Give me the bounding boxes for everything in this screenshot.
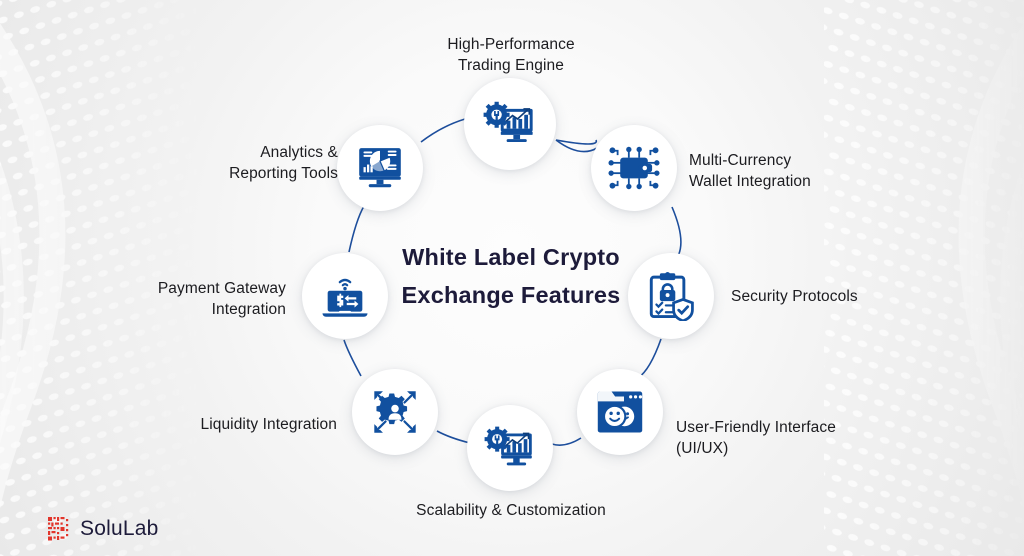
monitor-pie-chart-icon (354, 143, 406, 193)
node-high-performance-trading-engine[interactable] (464, 78, 556, 170)
label-scalability-customization: Scalability & Customization (416, 502, 606, 519)
monitor-bar-chart-gear-icon (484, 423, 536, 473)
gear-user-expand-icon (370, 387, 420, 437)
label-multi-currency-wallet-integration: Multi-Currency Wallet Integration (689, 152, 811, 191)
label-liquidity-integration: Liquidity Integration (200, 416, 337, 433)
node-user-friendly-interface[interactable] (577, 369, 663, 455)
label-analytics-reporting-tools: Analytics & Reporting Tools (229, 144, 338, 183)
label-user-friendly-interface: User-Friendly Interface (UI/UX) (676, 419, 836, 458)
label-high-performance-trading-engine: High-Performance Trading Engine (447, 36, 575, 75)
solulab-logo-text: SoluLab (80, 517, 159, 540)
node-payment-gateway-integration[interactable] (302, 253, 388, 339)
node-liquidity-integration[interactable] (352, 369, 438, 455)
laptop-dollar-transfer-icon (319, 272, 371, 320)
solulab-mark-icon (48, 517, 69, 541)
browser-smiley-faces-icon (595, 388, 645, 436)
page-title: White Label Crypto Exchange Features (401, 244, 621, 309)
solulab-logo: SoluLab (48, 517, 158, 541)
node-multi-currency-wallet-integration[interactable] (591, 125, 677, 211)
node-analytics-reporting-tools[interactable] (337, 125, 423, 211)
label-payment-gateway-integration: Payment Gateway Integration (157, 280, 286, 319)
monitor-bar-chart-gear-icon (483, 98, 537, 150)
label-security-protocols: Security Protocols (731, 288, 858, 305)
node-scalability-customization[interactable] (467, 405, 553, 491)
clipboard-lock-shield-icon (647, 271, 695, 321)
wallet-network-icon (608, 143, 660, 193)
node-security-protocols[interactable] (628, 253, 714, 339)
